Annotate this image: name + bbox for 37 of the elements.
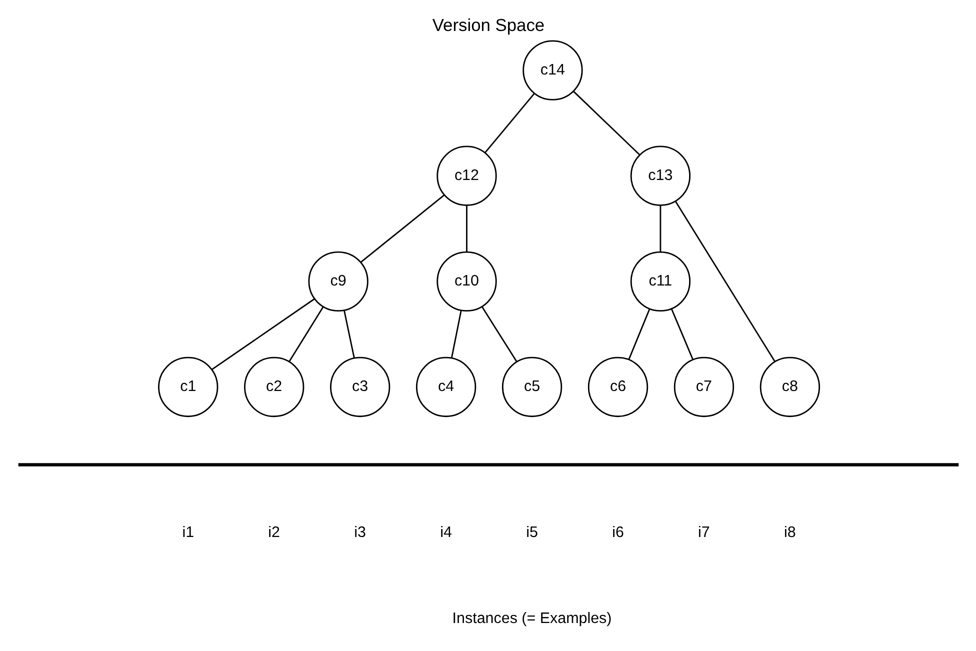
node-circle: c1: [158, 356, 218, 418]
node-circle: c3: [329, 356, 390, 418]
connector: [572, 90, 640, 156]
node-circle: c11: [630, 251, 690, 312]
caption: Instances (= Examples): [452, 610, 612, 627]
label: i8: [784, 524, 796, 541]
connector: [450, 310, 462, 358]
node-circle: c2: [244, 356, 304, 418]
connector: [659, 205, 661, 252]
label: i7: [698, 524, 710, 541]
node-circle: c7: [673, 356, 734, 418]
connector: [343, 310, 354, 358]
connector: [360, 194, 444, 263]
label: i6: [612, 524, 624, 541]
node-circle: c10: [436, 251, 496, 312]
connector: [628, 308, 650, 360]
connector: [481, 306, 517, 362]
node-circle: c12: [436, 146, 496, 206]
connector: [670, 308, 694, 360]
connector: [466, 205, 467, 252]
node-circle: c4: [415, 356, 476, 418]
node-circle: c5: [501, 356, 562, 418]
node-circle: c9: [308, 251, 368, 312]
connector: [210, 298, 314, 370]
connector: [674, 200, 776, 362]
node-circle: c14: [522, 40, 582, 100]
label: i3: [354, 524, 366, 541]
connector: [484, 93, 534, 154]
connector: [288, 306, 324, 362]
diagram-title: Version Space: [432, 14, 544, 35]
node-circle: c13: [630, 146, 690, 206]
node-circle: c8: [759, 356, 820, 418]
label: i4: [440, 524, 452, 541]
label: i1: [182, 524, 194, 541]
node-circle: c6: [587, 356, 648, 418]
label: i5: [526, 524, 538, 541]
label: i2: [268, 524, 280, 541]
